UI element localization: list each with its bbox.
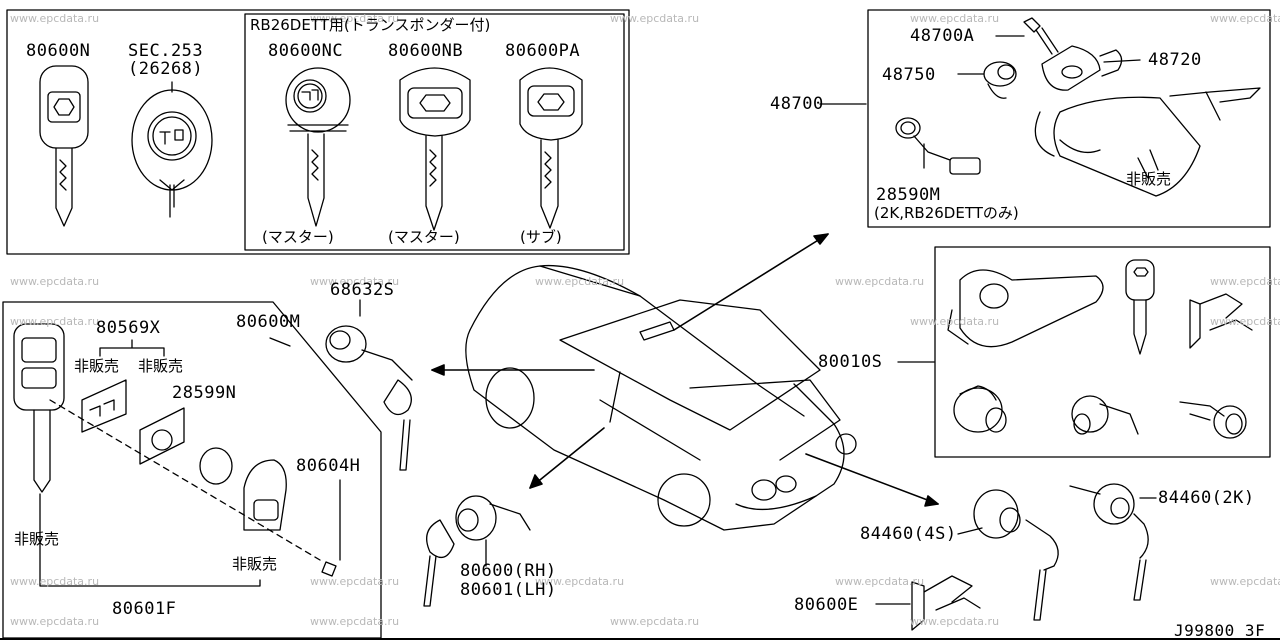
note-master-1: (マスター)	[262, 228, 334, 246]
watermark: www.epcdata.ru	[1210, 315, 1280, 328]
watermark: www.epcdata.ru	[10, 12, 100, 25]
watermark: www.epcdata.ru	[610, 12, 700, 25]
leader-48720	[1104, 60, 1140, 62]
fob-sec253-drawing	[132, 82, 212, 217]
part-label-28599N: 28599N	[172, 383, 237, 403]
arrows	[432, 234, 938, 506]
section-label-sec253: SEC.253	[128, 41, 204, 61]
frame-kit-80010S	[935, 247, 1270, 457]
switch-80569X-b-drawing	[140, 408, 184, 464]
key-80600NB-drawing	[400, 68, 470, 230]
bracket-80601F	[40, 494, 260, 586]
door-lock-2K-drawing	[1070, 484, 1148, 600]
watermark: www.epcdata.ru	[10, 275, 100, 288]
watermark: www.epcdata.ru	[310, 275, 400, 288]
kit-lock-b-drawing	[1072, 396, 1138, 434]
watermark: www.epcdata.ru	[910, 12, 1000, 25]
watermark: www.epcdata.ru	[910, 615, 1000, 628]
part-label-48700A: 48700A	[910, 26, 975, 46]
watermark: www.epcdata.ru	[10, 575, 100, 588]
note-not-sold-top: 非販売	[1126, 170, 1172, 188]
key-80600N-drawing	[40, 66, 88, 226]
kit-key-drawing	[1126, 260, 1154, 354]
part-label-84460-4s: 84460(4S)	[860, 524, 957, 544]
leader-80600M	[270, 338, 290, 346]
watermark: www.epcdata.ru	[535, 275, 625, 288]
leader-not-sold-top	[1138, 158, 1148, 178]
part-label-80604H: 80604H	[296, 456, 361, 476]
key-blank-80601F-drawing	[14, 324, 64, 492]
watermark: www.epcdata.ru	[835, 275, 925, 288]
kit-cylinder-drawing	[948, 270, 1103, 347]
frame-left-door-key	[3, 302, 381, 638]
watermark: www.epcdata.ru	[835, 575, 925, 588]
watermark: www.epcdata.ru	[610, 615, 700, 628]
note-not-sold-d: 非販売	[232, 555, 278, 573]
note-not-sold-c: 非販売	[14, 530, 60, 548]
note-not-sold-b: 非販売	[138, 357, 184, 375]
part-label-80601-lh: 80601(LH)	[460, 580, 557, 600]
watermark: www.epcdata.ru	[10, 315, 100, 328]
screw-80604H-drawing	[322, 480, 340, 576]
kit-bracket-drawing	[1190, 294, 1252, 348]
part-label-80010S: 80010S	[818, 352, 883, 372]
watermark: www.epcdata.ru	[1210, 575, 1280, 588]
watermark: www.epcdata.ru	[310, 575, 400, 588]
note-sub: (サブ)	[520, 228, 562, 246]
frame-steering-lock	[868, 10, 1270, 227]
switch-48750-drawing	[958, 62, 1016, 98]
switch-80569X-a-drawing	[82, 380, 126, 432]
part-label-48750: 48750	[882, 65, 936, 85]
trunk-lock-drawing	[326, 326, 412, 470]
car-drawing	[466, 266, 856, 530]
watermark: www.epcdata.ru	[1210, 12, 1280, 25]
key-80600NC-drawing	[286, 68, 350, 226]
door-lock-drawing	[424, 496, 530, 606]
watermark: www.epcdata.ru	[910, 315, 1000, 328]
part-label-80600E: 80600E	[794, 595, 859, 615]
part-label-80600NB: 80600NB	[388, 41, 464, 61]
part-label-80600M: 80600M	[236, 312, 301, 332]
part-label-28590M: 28590M	[876, 185, 941, 205]
bracket-80600E-drawing	[912, 576, 980, 630]
note-not-sold-a: 非販売	[74, 357, 120, 375]
part-label-48720: 48720	[1148, 50, 1202, 70]
part-label-48700: 48700	[770, 94, 824, 114]
key-80600PA-drawing	[520, 68, 582, 228]
part-label-80600PA: 80600PA	[505, 41, 581, 61]
door-lock-4S-drawing	[974, 490, 1058, 620]
part-label-80569X: 80569X	[96, 318, 161, 338]
frame-rb26	[245, 14, 624, 250]
note-master-2: (マスター)	[388, 228, 460, 246]
steering-lock-drawing	[1035, 46, 1260, 196]
bracket-80569X	[100, 340, 164, 356]
watermark: www.epcdata.ru	[310, 12, 400, 25]
antenna-28590M-drawing	[896, 118, 980, 174]
key-cover-drawing	[244, 460, 286, 530]
watermark: www.epcdata.ru	[310, 615, 400, 628]
rb26-header: RB26DETT用(トランスポンダー付)	[250, 16, 491, 34]
watermark: www.epcdata.ru	[535, 575, 625, 588]
note-28590M: (2K,RB26DETTのみ)	[874, 204, 1019, 222]
part-label-68632S: 68632S	[330, 280, 395, 300]
frame-top-left	[7, 10, 629, 254]
section-sub-26268: (26268)	[128, 59, 204, 79]
dashed-assembly	[50, 400, 320, 560]
kit-lock-a-drawing	[954, 386, 1006, 432]
part-label-80600NC: 80600NC	[268, 41, 344, 61]
part-label-80600N: 80600N	[26, 41, 91, 61]
part-label-84460-2k: 84460(2K)	[1158, 488, 1255, 508]
part-label-80600-rh: 80600(RH)	[460, 561, 557, 581]
diagram-code: J99800 3F	[1174, 621, 1266, 640]
bolt-48700A-drawing	[996, 18, 1058, 54]
part-label-80601F: 80601F	[112, 599, 177, 619]
kit-lock-c-drawing	[1180, 402, 1246, 438]
watermark: www.epcdata.ru	[1210, 275, 1280, 288]
battery-28599N-drawing	[200, 448, 232, 484]
watermark: www.epcdata.ru	[10, 615, 100, 628]
